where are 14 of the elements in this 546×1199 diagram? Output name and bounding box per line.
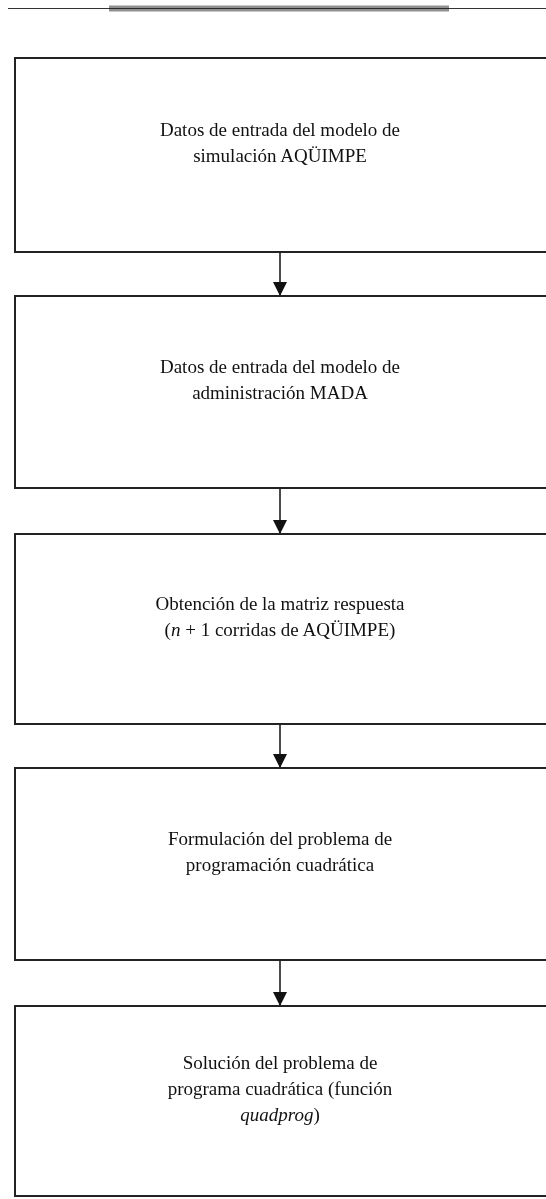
box-text: Obtención de la matriz respuesta (n + 1 corridas de AQÜIMPE) xyxy=(154,592,406,642)
box-text: Formulación del problema de programación cuadrática xyxy=(166,827,394,877)
process-box xyxy=(14,295,546,489)
process-box xyxy=(14,57,546,253)
arrow xyxy=(273,488,287,534)
process-box xyxy=(14,533,546,725)
box-text: Datos de entrada del modelo de administración MADA xyxy=(158,355,402,405)
process-box xyxy=(14,1005,546,1197)
arrow xyxy=(273,724,287,768)
arrow xyxy=(273,960,287,1006)
process-box xyxy=(14,767,546,961)
arrow xyxy=(273,252,287,296)
box-text: Solución del problema de programa cuadrática (función quadprog) xyxy=(166,1051,394,1127)
box-text: Datos de entrada del modelo de simulación AQÜIMPE xyxy=(158,118,402,168)
